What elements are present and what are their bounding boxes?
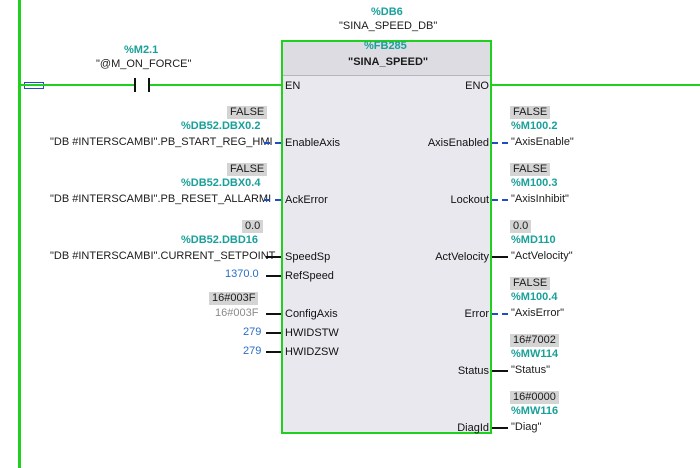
ack-error-wire <box>264 199 281 201</box>
lockout-wire <box>492 199 508 201</box>
status-monitor-value: 16#7002 <box>510 334 559 347</box>
power-flow-line-in <box>21 84 281 86</box>
lockout-tag[interactable]: "AxisInhibit" <box>511 193 569 205</box>
pin-speed-sp[interactable]: SpeedSp <box>285 251 331 263</box>
enable-axis-tag[interactable]: "DB #INTERSCAMBI".PB_START_REG_HMI <box>50 136 273 148</box>
error-tag[interactable]: "AxisError" <box>511 307 565 319</box>
pin-ack-error[interactable]: AckError <box>285 194 328 206</box>
status-wire <box>492 370 508 372</box>
instance-db-name[interactable]: "SINA_SPEED_DB" <box>339 20 438 32</box>
error-wire <box>492 313 508 315</box>
diag-id-monitor-value: 16#0000 <box>510 391 559 404</box>
pin-axis-enabled[interactable]: AxisEnabled <box>427 137 489 149</box>
enable-axis-wire <box>264 142 281 144</box>
act-velocity-tag[interactable]: "ActVelocity" <box>511 250 573 262</box>
contact-tag[interactable]: "@M_ON_FORCE" <box>96 58 192 70</box>
speed-sp-wire <box>266 256 281 258</box>
contact-address: %M2.1 <box>124 44 159 56</box>
axis-enabled-address: %M100.2 <box>511 120 558 132</box>
enable-axis-monitor-value: FALSE <box>227 106 268 119</box>
function-block-sina-speed[interactable] <box>281 40 492 434</box>
pin-status[interactable]: Status <box>457 365 489 377</box>
diag-id-wire <box>492 427 508 429</box>
axis-enabled-wire <box>492 142 508 144</box>
hwidstw-wire <box>266 332 281 334</box>
act-velocity-monitor-value: 0.0 <box>510 220 532 233</box>
speed-sp-address: %DB52.DBD16 <box>181 234 259 246</box>
status-address: %MW114 <box>511 348 559 360</box>
left-power-rail <box>18 0 21 468</box>
lockout-monitor-value: FALSE <box>510 163 551 176</box>
fb-name: "SINA_SPEED" <box>348 56 429 68</box>
speed-sp-monitor-value: 0.0 <box>242 220 264 233</box>
error-monitor-value: FALSE <box>510 277 551 290</box>
pin-enable-axis[interactable]: EnableAxis <box>285 137 341 149</box>
lockout-address: %M100.3 <box>511 177 558 189</box>
pin-ref-speed[interactable]: RefSpeed <box>285 270 334 282</box>
ack-error-monitor-value: FALSE <box>227 163 268 176</box>
pin-en[interactable]: EN <box>285 80 301 92</box>
enable-axis-address: %DB52.DBX0.2 <box>181 120 261 132</box>
act-velocity-address: %MD110 <box>511 234 556 246</box>
axis-enabled-monitor-value: FALSE <box>510 106 551 119</box>
error-address: %M100.4 <box>511 291 558 303</box>
ref-speed-constant[interactable]: 1370.0 <box>225 268 259 280</box>
normally-open-contact[interactable] <box>134 78 150 92</box>
act-velocity-wire <box>492 256 508 258</box>
pin-hwidstw[interactable]: HWIDSTW <box>285 327 339 339</box>
config-axis-wire <box>266 313 281 315</box>
pin-lockout[interactable]: Lockout <box>450 194 489 206</box>
diag-id-tag[interactable]: "Diag" <box>511 421 542 433</box>
fb-address: %FB285 <box>364 40 407 52</box>
pin-config-axis[interactable]: ConfigAxis <box>285 308 338 320</box>
diag-id-address: %MW116 <box>511 405 559 417</box>
ref-speed-wire <box>266 275 281 277</box>
power-flow-line-out <box>492 84 700 86</box>
ack-error-address: %DB52.DBX0.4 <box>181 177 261 189</box>
block-header <box>283 42 490 76</box>
pin-error[interactable]: Error <box>464 308 489 320</box>
hwidzsw-wire <box>266 351 281 353</box>
pin-hwidzsw[interactable]: HWIDZSW <box>285 346 339 358</box>
instance-db-address: %DB6 <box>371 6 403 18</box>
hwidzsw-constant[interactable]: 279 <box>243 345 262 357</box>
axis-enabled-tag[interactable]: "AxisEnable" <box>511 136 574 148</box>
speed-sp-tag[interactable]: "DB #INTERSCAMBI".CURRENT_SETPOINT <box>50 250 276 262</box>
pin-diag-id[interactable]: DiagId <box>457 422 489 434</box>
hwidstw-constant[interactable]: 279 <box>243 326 262 338</box>
config-axis-monitor-value: 16#003F <box>209 292 259 305</box>
config-axis-constant[interactable]: 16#003F <box>215 307 259 319</box>
pin-eno[interactable]: ENO <box>465 80 489 92</box>
ack-error-tag[interactable]: "DB #INTERSCAMBI".PB_RESET_ALLARMI <box>50 193 272 205</box>
status-tag[interactable]: "Status" <box>511 364 550 376</box>
pin-act-velocity[interactable]: ActVelocity <box>435 251 489 263</box>
